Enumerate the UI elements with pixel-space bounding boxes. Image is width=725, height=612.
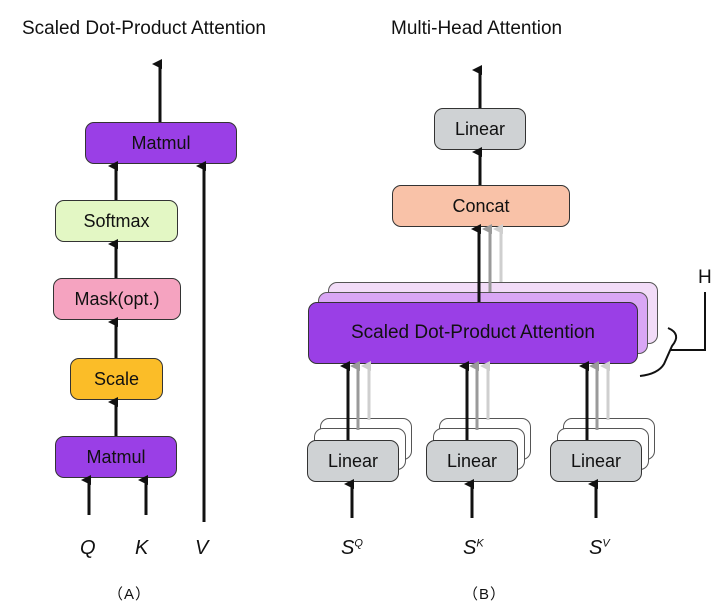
panel-a-caption: （A）	[108, 586, 152, 603]
input-v-label: V	[195, 537, 209, 559]
scale-block: Scale	[70, 358, 163, 400]
sq-superscript: Q	[354, 537, 363, 550]
panel-b-caption: （B）	[463, 586, 507, 603]
sq-base: S	[341, 537, 355, 559]
linear-v-block: Linear	[550, 440, 642, 482]
linear-q-block: Linear	[307, 440, 399, 482]
linear-k-block: Linear	[426, 440, 518, 482]
input-sq-label: SQ	[341, 537, 363, 560]
input-q-label: Q	[80, 537, 96, 559]
matmul-top-block: Matmul	[85, 122, 237, 164]
scaled-dot-product-attention-block: Scaled Dot-Product Attention	[308, 302, 638, 364]
softmax-block: Softmax	[55, 200, 178, 242]
matmul-bottom-block: Matmul	[55, 436, 177, 478]
linear-top-block: Linear	[434, 108, 526, 150]
input-sv-label: SV	[589, 537, 610, 560]
sk-base: S	[463, 537, 477, 559]
panel-a-title: Scaled Dot-Product Attention	[22, 18, 266, 39]
concat-block: Concat	[392, 185, 570, 227]
panel-b-title: Multi-Head Attention	[391, 18, 563, 39]
sk-superscript: K	[476, 537, 484, 550]
input-sk-label: SK	[463, 537, 484, 560]
heads-bracket	[639, 292, 706, 377]
sv-base: S	[589, 537, 603, 559]
sv-superscript: V	[602, 537, 610, 550]
input-k-label: K	[135, 537, 149, 559]
heads-label: H	[698, 267, 712, 288]
